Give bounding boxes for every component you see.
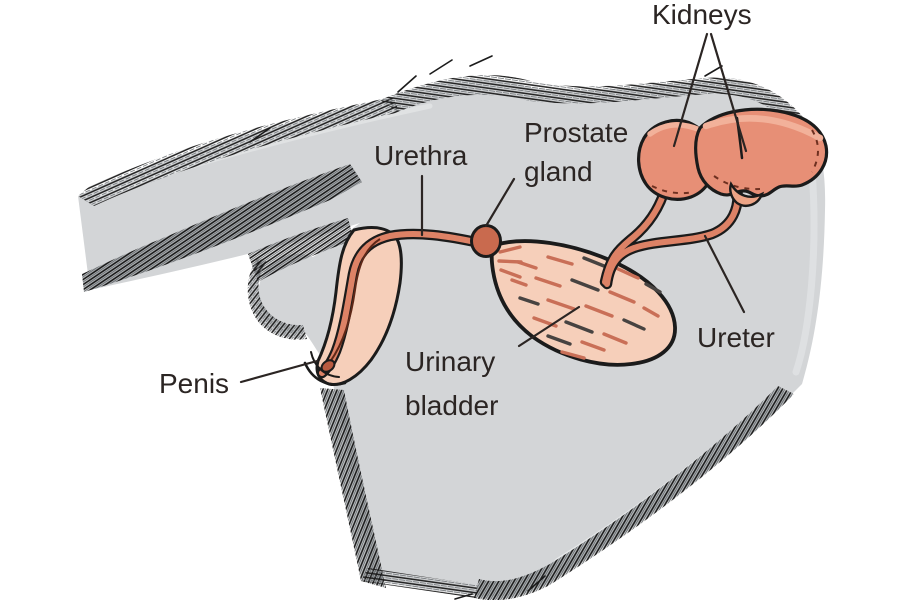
label-ureter-text: Ureter [697,322,775,353]
label-prostate-line1: Prostate [524,117,629,148]
label-penis-text: Penis [159,368,230,399]
renal-pelvis [729,181,765,207]
fur-hatch-rump-diagonal [474,386,794,600]
bladder-texture [497,245,662,360]
pointer-kidneys-left [672,32,709,148]
label-bladder-line2: bladder [405,390,499,421]
kidney-left-highlight [647,122,703,137]
pointer-bladder [517,305,581,348]
pointer-kidneys-right [709,32,748,153]
pointer-prostate [484,177,516,228]
prostate-gland-shape [470,224,502,258]
pointer-penis [239,359,319,384]
fur-hatch-tail-underside [82,164,362,292]
label-urinary-bladder: Urinary bladder [405,340,498,428]
fur-hatch-leg-left [320,388,386,588]
label-prostate-line2: gland [524,156,593,187]
label-bladder-line1: Urinary [405,346,496,377]
fur-hatch-tail-top [78,97,400,206]
label-urethra-text: Urethra [374,140,468,171]
kidney-right-highlight [702,115,824,142]
label-prostate-gland: Prostate gland [524,113,628,191]
fur-hatch-leg-bottom [361,568,478,598]
fur-hatch-crotch [248,218,354,282]
ureter-tubes [599,180,743,290]
urethra-center-line [329,238,381,363]
kidneys-group [637,107,829,207]
label-ureter: Ureter [697,321,775,355]
kidney-left-texture [651,185,695,195]
stray-hairs [249,55,723,600]
ureter-right-tube [604,185,741,287]
kidney-right [694,107,829,198]
label-kidneys-text: Kidneys [652,0,752,30]
label-urethra: Urethra [374,139,467,173]
penis-tip [303,351,347,386]
label-kidneys: Kidneys [652,0,752,32]
label-pointer-lines [239,32,748,384]
fur-hatch-back [380,75,810,136]
fur-hatching [78,55,810,600]
label-penis: Penis [159,367,229,401]
pointer-ureter [703,234,746,314]
fur-hatch-scrotum [247,258,307,340]
kidney-right-texture [713,129,819,191]
